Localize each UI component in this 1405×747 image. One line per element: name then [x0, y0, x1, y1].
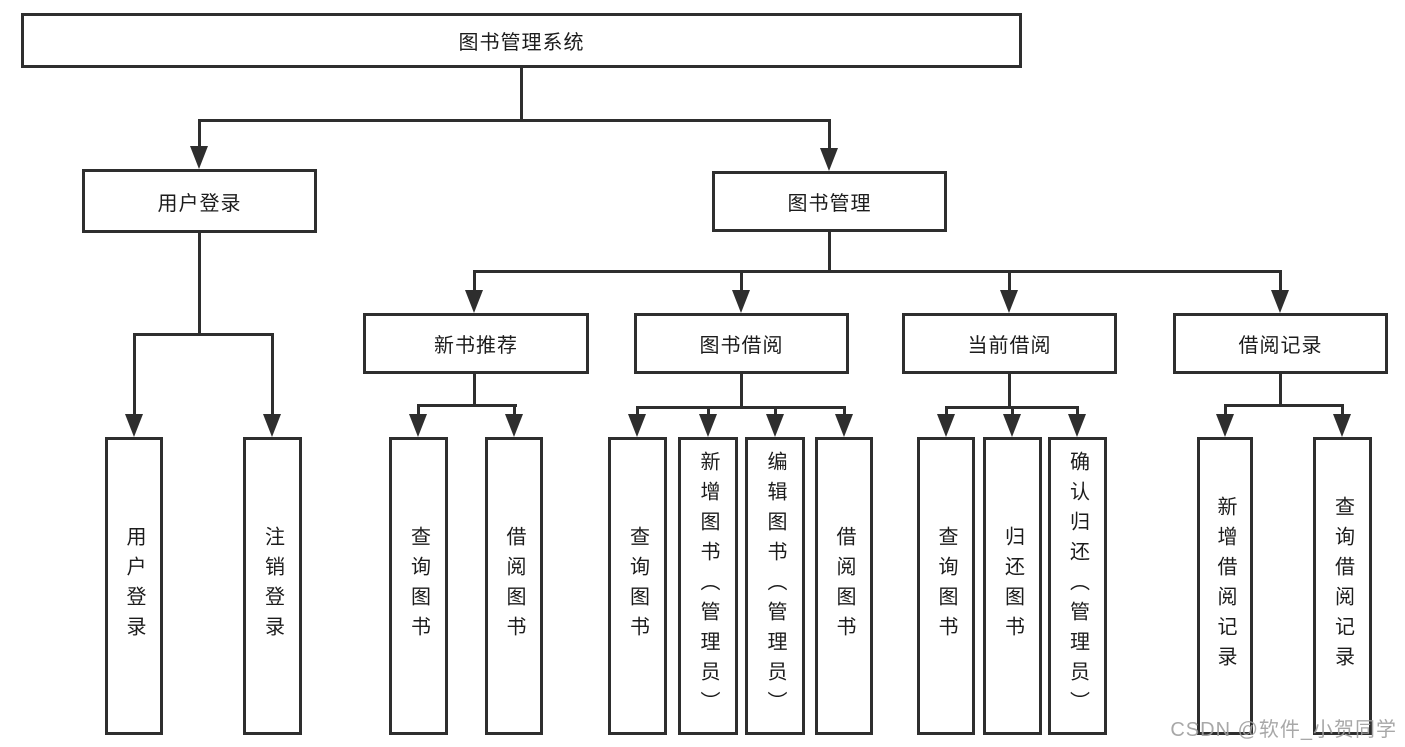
leaf-edit-book-admin: 编辑图书（管理员）	[745, 437, 805, 735]
connector-line	[740, 270, 743, 295]
connector-line	[271, 333, 274, 417]
connector-line	[1011, 406, 1014, 419]
connector-line	[774, 406, 777, 419]
leaf-return-books: 归还图书	[983, 437, 1042, 735]
connector-line	[473, 270, 476, 295]
arrow-down-icon	[820, 148, 838, 171]
arrow-down-icon	[1271, 290, 1289, 313]
arrow-down-icon	[937, 414, 955, 437]
arrow-down-icon	[766, 414, 784, 437]
arrow-down-icon	[263, 414, 281, 437]
leaf-query-books-newbook: 查询图书	[389, 437, 448, 735]
connector-line	[1076, 406, 1079, 419]
leaf-add-book-admin: 新增图书（管理员）	[678, 437, 738, 735]
connector-line	[740, 374, 743, 409]
arrow-down-icon	[1216, 414, 1234, 437]
leaf-query-books-borrow: 查询图书	[608, 437, 667, 735]
leaf-borrow-books-borrow: 借阅图书	[815, 437, 873, 735]
leaf-borrow-books-newbook: 借阅图书	[485, 437, 543, 735]
connector-line	[1279, 270, 1282, 295]
node-book-management: 图书管理	[712, 171, 947, 232]
node-book-borrow: 图书借阅	[634, 313, 849, 374]
connector-line	[636, 406, 639, 419]
arrow-down-icon	[1003, 414, 1021, 437]
connector-line	[1008, 270, 1011, 295]
arrow-down-icon	[699, 414, 717, 437]
arrow-down-icon	[190, 146, 208, 169]
connector-line	[843, 406, 846, 419]
arrow-down-icon	[125, 414, 143, 437]
arrow-down-icon	[505, 414, 523, 437]
connector-line	[945, 406, 948, 419]
leaf-query-books-current: 查询图书	[917, 437, 975, 735]
arrow-down-icon	[835, 414, 853, 437]
arrow-down-icon	[1000, 290, 1018, 313]
arrow-down-icon	[465, 290, 483, 313]
connector-line	[198, 119, 831, 122]
node-new-book-recommend: 新书推荐	[363, 313, 589, 374]
connector-line	[473, 270, 1282, 273]
connector-line	[828, 232, 831, 273]
connector-line	[1008, 374, 1011, 409]
connector-line	[198, 119, 201, 149]
connector-line	[133, 333, 136, 417]
connector-line	[513, 404, 516, 419]
leaf-query-borrow-record: 查询借阅记录	[1313, 437, 1372, 735]
connector-line	[1279, 374, 1282, 407]
connector-line	[133, 333, 274, 336]
arrow-down-icon	[628, 414, 646, 437]
node-current-borrow: 当前借阅	[902, 313, 1117, 374]
leaf-logout: 注销登录	[243, 437, 302, 735]
connector-line	[828, 119, 831, 151]
connector-line	[520, 68, 523, 122]
arrow-down-icon	[409, 414, 427, 437]
csdn-watermark: CSDN @软件_小贺同学	[1170, 719, 1397, 741]
connector-line	[707, 406, 710, 419]
arrow-down-icon	[1333, 414, 1351, 437]
arrow-down-icon	[732, 290, 750, 313]
arrow-down-icon	[1068, 414, 1086, 437]
connector-line	[417, 404, 517, 407]
connector-line	[473, 374, 476, 407]
node-library-system: 图书管理系统	[21, 13, 1022, 68]
node-user-login: 用户登录	[82, 169, 317, 233]
leaf-add-borrow-record: 新增借阅记录	[1197, 437, 1253, 735]
connector-line	[636, 406, 846, 409]
leaf-user-login: 用户登录	[105, 437, 163, 735]
node-borrow-records: 借阅记录	[1173, 313, 1388, 374]
connector-line	[1224, 404, 1227, 419]
connector-line	[417, 404, 420, 419]
connector-line	[1224, 404, 1344, 407]
leaf-confirm-return-admin: 确认归还（管理员）	[1048, 437, 1107, 735]
connector-line	[1341, 404, 1344, 419]
connector-line	[198, 233, 201, 336]
